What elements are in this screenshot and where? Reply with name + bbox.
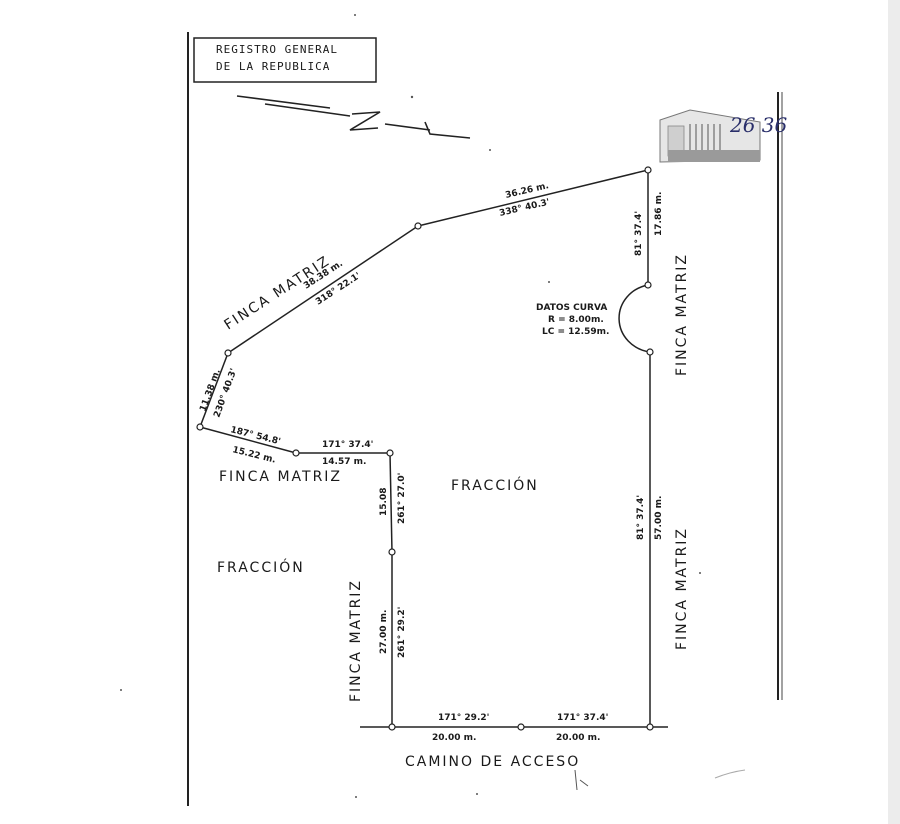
dim-bottom-right-length: 20.00 m. [556,733,600,743]
registry-line2: DE LA REPUBLICA [216,60,330,73]
dim-right-upper-length: 17.86 m. [654,192,664,236]
label-camino-de-acceso: CAMINO DE ACCESO [405,754,580,770]
dim-vert-lower-length: 27.00 m. [379,610,389,654]
handwritten-page-ref: 26 36 [729,113,788,137]
label-fraccion-left: FRACCIÓN [217,558,305,576]
pen-mark [574,769,589,791]
north-arrow [236,95,471,139]
dim-right-upper-angle: 81° 37.4' [634,211,644,256]
label-finca-matriz-right-lower: FINCA MATRIZ [674,527,690,650]
dim-bottom-left-length: 20.00 m. [432,733,476,743]
dim-right-lower-length: 57.00 m. [654,496,664,540]
dim-mid-left-length: 15.22 m. [231,445,277,465]
dim-vert-upper-angle: 261° 27.0' [397,473,407,524]
label-finca-matriz-right-upper: FINCA MATRIZ [674,253,690,376]
label-finca-matriz-vertical-left: FINCA MATRIZ [348,579,364,702]
scan-mark [714,769,746,779]
dim-vert-upper-length: 15.08 [379,488,389,516]
label-finca-matriz-mid: FINCA MATRIZ [219,469,342,485]
dim-right-lower-angle: 81° 37.4' [636,495,646,540]
dim-mid-left-angle: 187° 54.8' [229,425,281,447]
dim-mid-right-angle: 171° 37.4' [322,440,373,450]
dim-bottom-right-angle: 171° 37.4' [557,713,608,723]
dim-mid-right-length: 14.57 m. [322,457,366,467]
registry-stamp [193,37,377,83]
boundary-vertices [196,166,654,731]
label-fraccion-main: FRACCIÓN [451,476,539,494]
curve-title: DATOS CURVA [536,303,607,313]
registry-seal-stamp [659,109,761,163]
curve-length: LC = 12.59m. [542,327,609,337]
property-boundary [199,169,668,728]
registry-line1: REGISTRO GENERAL [216,43,338,56]
dim-vert-lower-angle: 261° 29.2' [397,607,407,658]
dim-bottom-left-angle: 171° 29.2' [438,713,489,723]
curve-radius: R = 8.00m. [548,315,604,325]
page-edge [888,0,900,824]
scan-specks [120,14,701,798]
